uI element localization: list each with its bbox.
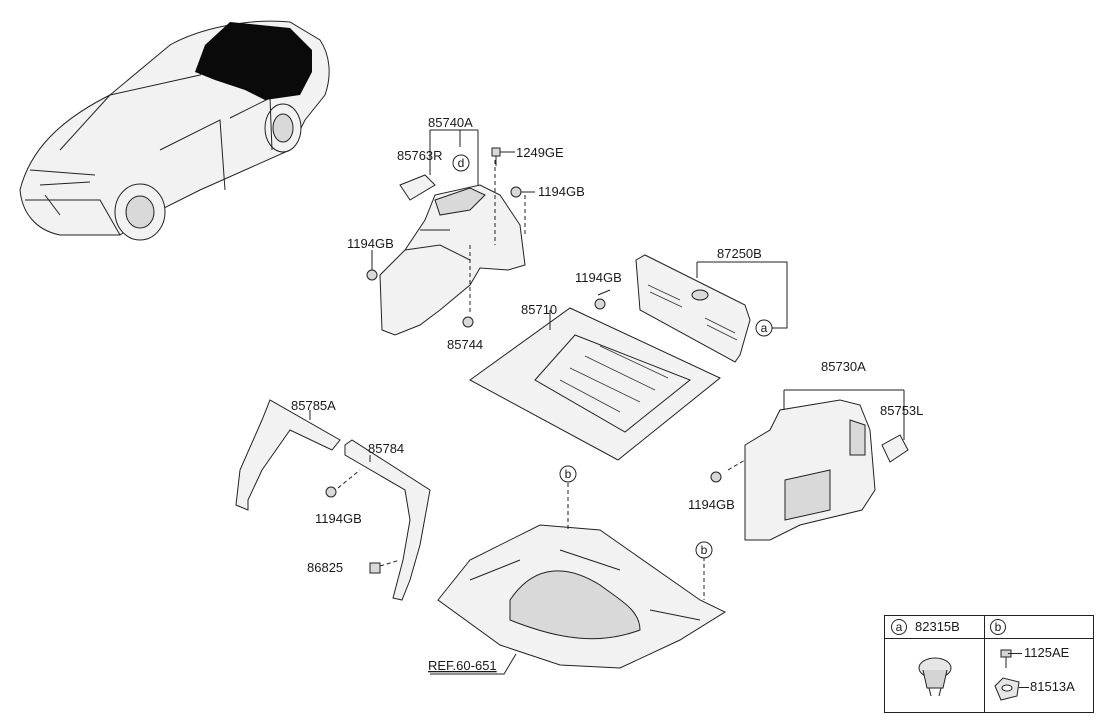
label-85730A: 85730A xyxy=(821,359,866,374)
label-85785A: 85785A xyxy=(291,398,336,413)
push-clip-icon xyxy=(325,486,337,498)
label-86825: 86825 xyxy=(307,560,343,575)
label-85740A: 85740A xyxy=(428,115,473,130)
label-1194GB-3: 1194GB xyxy=(575,270,622,285)
callout-a: a xyxy=(761,321,768,335)
push-clip-icon xyxy=(462,316,474,328)
push-clip-icon xyxy=(594,298,606,310)
grommet-icon xyxy=(369,562,381,574)
label-1194GB-5: 1194GB xyxy=(688,497,735,512)
legend-callout-b: b xyxy=(990,619,1006,635)
label-85753L: 85753L xyxy=(880,403,923,418)
wheel-house-trim-85785A xyxy=(235,399,341,511)
legend-table: a 82315B b 1125AE 81513A xyxy=(884,615,1094,713)
clip-82315B-icon xyxy=(918,657,952,697)
wheel-house-trim-85784 xyxy=(344,439,431,601)
legend-divider xyxy=(984,616,985,712)
legend-header xyxy=(885,616,1093,639)
left-quarter-trim xyxy=(379,184,526,336)
transverse-trim-87250B xyxy=(635,254,751,363)
floor-pan xyxy=(437,524,727,669)
leader-1125AE xyxy=(1008,653,1022,654)
label-85784: 85784 xyxy=(368,441,404,456)
luggage-floor-mat xyxy=(469,307,721,461)
label-1194GB-4: 1194GB xyxy=(315,511,362,526)
screw-icon xyxy=(491,147,501,166)
legend-callout-a: a xyxy=(891,619,907,635)
car-illustration xyxy=(19,20,330,241)
push-clip-icon xyxy=(710,471,722,483)
leader-81513A xyxy=(1019,687,1029,688)
callout-b-2: b xyxy=(701,543,708,557)
legend-part-81513A: 81513A xyxy=(1030,679,1075,694)
bolt-icon xyxy=(994,649,1020,701)
label-85744: 85744 xyxy=(447,337,483,352)
push-clip-icon xyxy=(366,269,378,281)
right-quarter-trim xyxy=(744,399,876,541)
callout-d: d xyxy=(458,156,465,170)
label-87250B: 87250B xyxy=(717,246,762,261)
label-ref-60-651: REF.60-651 xyxy=(428,658,497,673)
legend-part-1125AE: 1125AE xyxy=(1024,645,1070,660)
label-1194GB-1: 1194GB xyxy=(538,184,585,199)
label-1249GE: 1249GE xyxy=(516,145,564,160)
legend-part-82315B: 82315B xyxy=(915,619,960,634)
trim-cover-85753L xyxy=(881,434,909,463)
push-clip-icon xyxy=(510,186,522,198)
label-85710: 85710 xyxy=(521,302,557,317)
callout-b-1: b xyxy=(565,467,572,481)
label-1194GB-2: 1194GB xyxy=(347,236,394,251)
trim-cover-85763R xyxy=(399,174,436,201)
label-85763R: 85763R xyxy=(397,148,443,163)
